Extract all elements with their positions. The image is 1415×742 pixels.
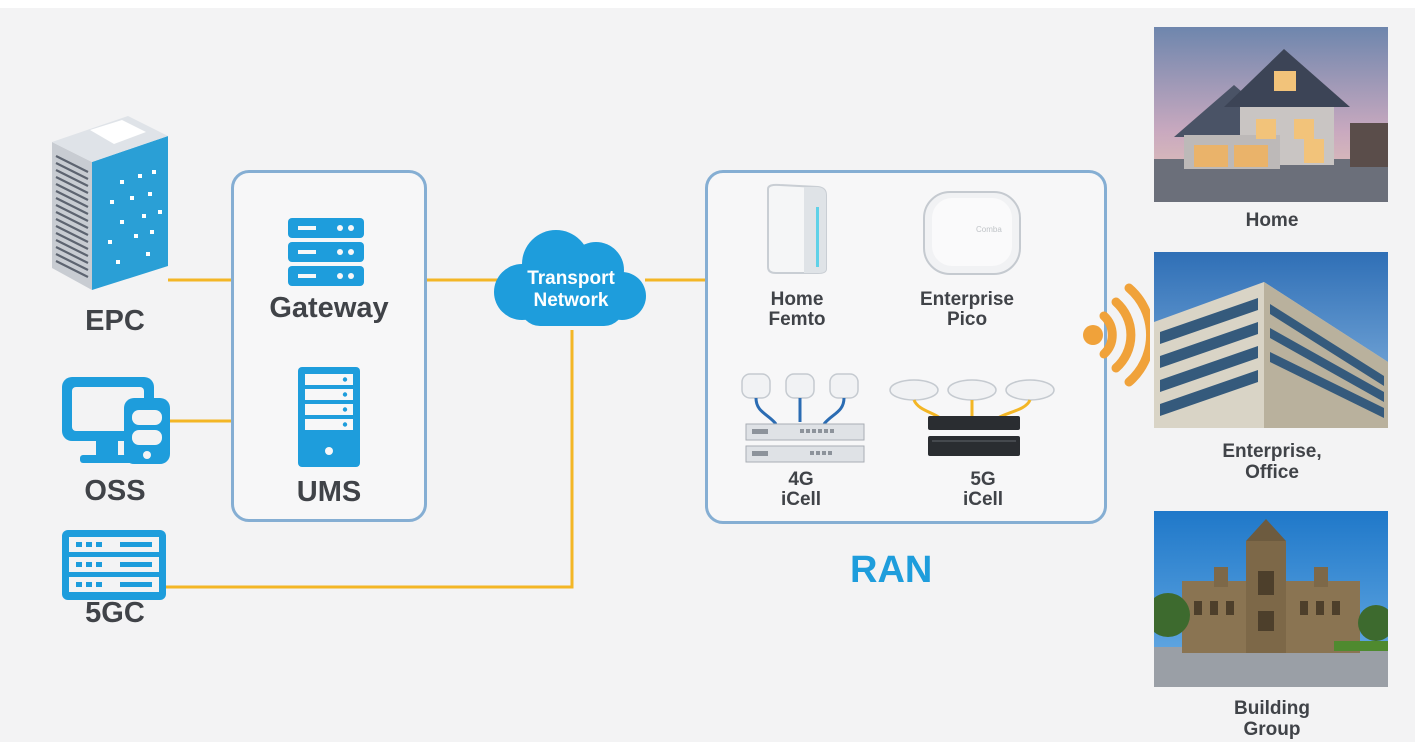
oss-computer-icon [62, 377, 170, 464]
epc-label: EPC [85, 305, 145, 337]
home-femto-device-icon [767, 183, 827, 274]
fivegc-rack-icon [62, 530, 166, 600]
home-scenario-label: Home [1180, 210, 1364, 231]
gateway-server-icon [288, 218, 364, 286]
home-femto-label: Home Femto [752, 290, 842, 330]
office-scenario-label: Enterprise, Office [1180, 441, 1364, 483]
wireless-signal-icon [1083, 283, 1150, 387]
5g-icell-line-1: 5G [970, 469, 996, 490]
office-scenario-line-1: Enterprise, [1222, 441, 1322, 462]
enterprise-pico-label: Enterprise Pico [900, 290, 1034, 330]
office-scenario-line-2: Office [1245, 462, 1299, 483]
gateway-label: Gateway [269, 292, 389, 324]
5g-icell-line-2: iCell [962, 489, 1004, 510]
cloud-icon [494, 230, 646, 326]
oss-label: OSS [84, 475, 146, 507]
ums-label: UMS [296, 476, 362, 508]
5g-icell-label: 5G iCell [948, 470, 1018, 510]
building-group-scenario-label: Building Group [1180, 698, 1364, 740]
enterprise-pico-device-icon: Comba [923, 191, 1021, 275]
home-photo-icon [1154, 27, 1388, 202]
enterprise-pico-line-1: Enterprise [920, 289, 1014, 310]
5g-icell-device-icon [889, 379, 1055, 456]
building-group-photo-icon [1154, 511, 1388, 687]
link-5gc-cloud [162, 330, 574, 589]
home-scenario-line-1: Home [1245, 210, 1299, 231]
ran-title: RAN [850, 549, 933, 591]
4g-icell-label: 4G iCell [766, 470, 836, 510]
office-photo-icon [1154, 252, 1388, 428]
ums-server-icon [298, 367, 360, 467]
fivegc-label: 5GC [85, 597, 145, 629]
svg-text:Comba: Comba [976, 225, 1002, 234]
building-group-scenario-line-2: Group [1243, 719, 1301, 740]
4g-icell-line-1: 4G [788, 469, 814, 490]
enterprise-pico-line-2: Pico [946, 309, 988, 330]
building-group-scenario-line-1: Building [1234, 698, 1310, 719]
4g-icell-device-icon [741, 373, 865, 463]
transport-network-label: Transport Network [498, 268, 644, 312]
epc-server-icon [52, 116, 168, 290]
4g-icell-line-2: iCell [780, 489, 822, 510]
home-femto-line-1: Home [770, 289, 824, 310]
transport-line-2: Network [533, 290, 609, 311]
home-femto-line-2: Femto [768, 309, 826, 330]
transport-line-1: Transport [527, 268, 615, 289]
